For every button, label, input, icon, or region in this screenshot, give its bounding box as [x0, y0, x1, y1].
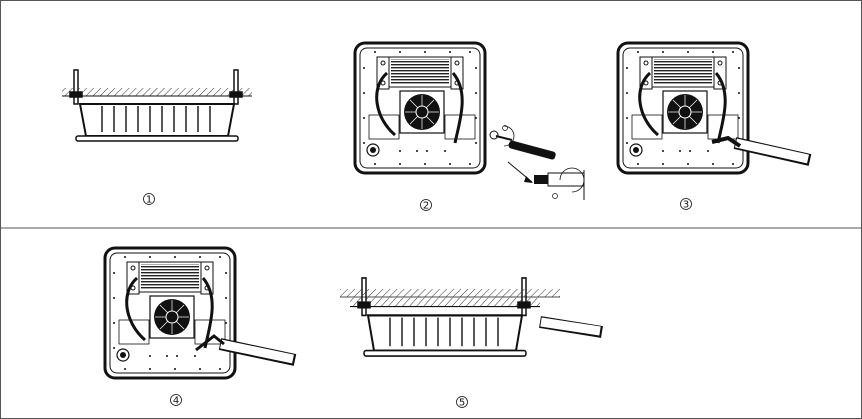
svg-text:4: 4 — [173, 396, 179, 407]
step-2-illustration — [353, 41, 585, 200]
step-3-illustration — [616, 41, 812, 175]
step-number-1: 1 — [143, 193, 155, 206]
step-number-5: 5 — [456, 396, 468, 409]
svg-text:5: 5 — [459, 398, 465, 409]
svg-text:3: 3 — [683, 200, 689, 211]
step-number-3: 3 — [680, 198, 692, 211]
screwdriver-icon — [489, 125, 556, 160]
step-1-illustration — [61, 69, 253, 142]
step-4-illustration — [103, 246, 297, 380]
svg-text:2: 2 — [423, 201, 429, 212]
step-5-illustration — [340, 276, 603, 358]
step-number-2: 2 — [420, 199, 432, 212]
step-number-4: 4 — [170, 394, 182, 407]
svg-text:1: 1 — [146, 195, 152, 206]
syringe-icon — [507, 161, 585, 200]
